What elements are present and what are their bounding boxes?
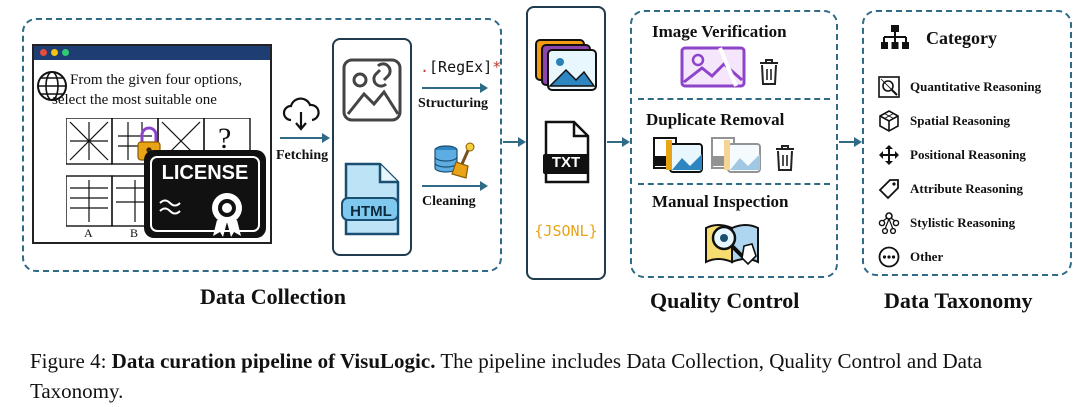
fetching-label: Fetching (276, 148, 329, 163)
regex-text: .[RegEx]* (420, 58, 502, 76)
data-collection-panel (22, 18, 502, 272)
html-file-icon (341, 162, 400, 236)
category-item-positional: Positional Reasoning (876, 144, 1026, 166)
arrow-to-taxonomy (839, 137, 862, 147)
category-header: Category (926, 28, 997, 48)
txt-badge: TXT (551, 154, 581, 171)
wavy-lines-icon (159, 199, 181, 215)
data-taxonomy-panel (862, 10, 1072, 276)
cloud-download-icon (282, 97, 320, 131)
window-maximize-dot (62, 49, 69, 56)
html-badge: HTML (350, 203, 392, 220)
category-item-attribute: Attribute Reasoning (876, 178, 1023, 200)
arrow-to-quality-control (607, 137, 630, 147)
cube-icon (876, 110, 902, 132)
jsonl-text: {JSONL} (534, 222, 598, 240)
window-close-dot (40, 49, 47, 56)
category-label: Other (910, 249, 944, 264)
category-label: Spatial Reasoning (910, 113, 1011, 128)
puzzle-prompt-line2: select the most suitable one (52, 92, 217, 108)
trash-icon (760, 59, 778, 85)
puzzle-prompt-line1: From the given four options, (70, 72, 243, 88)
data-collection-title: Data Collection (200, 284, 347, 309)
qc-divider-1 (638, 98, 830, 100)
manual-inspection-title: Manual Inspection (652, 192, 789, 211)
linked-image-icon (342, 58, 402, 122)
window-minimize-dot (51, 49, 58, 56)
qc-divider-2 (638, 183, 830, 185)
image-stack-icon (535, 39, 597, 91)
quantitative-icon (876, 76, 902, 98)
duplicate-files-faded-icon (711, 137, 761, 173)
caption-prefix: Figure 4: (30, 349, 112, 373)
category-item-quantitative: Quantitative Reasoning (876, 76, 1041, 98)
move-arrows-icon (876, 144, 902, 166)
seal-badge-icon (212, 193, 242, 237)
hierarchy-icon (881, 25, 909, 49)
ellipsis-icon (876, 246, 902, 268)
quality-control-title: Quality Control (650, 288, 800, 313)
caption-rest: The pipeline includes Data Collection, Q… (30, 349, 983, 403)
duplicate-files-icon (653, 137, 703, 173)
book-magnifier-icon (705, 224, 759, 266)
category-item-other: Other (876, 246, 943, 268)
structuring-arrow (422, 83, 488, 93)
network-icon (876, 212, 902, 234)
broken-image-icon (680, 46, 746, 88)
txt-file-icon (543, 120, 590, 184)
license-text: LICENSE (161, 162, 249, 184)
cleaning-label: Cleaning (422, 194, 476, 209)
image-verification-title: Image Verification (652, 22, 787, 41)
license-certificate: LICENSE (144, 150, 266, 238)
data-taxonomy-title: Data Taxonomy (884, 288, 1033, 313)
category-label: Quantitative Reasoning (910, 79, 1042, 94)
option-b-label: B (130, 226, 139, 240)
category-label: Attribute Reasoning (910, 181, 1024, 196)
category-item-spatial: Spatial Reasoning (876, 110, 1010, 132)
trash-icon (776, 145, 794, 171)
quality-control-panel (630, 10, 838, 278)
option-a-label: A (84, 226, 93, 240)
puzzle-question-mark: ? (218, 122, 232, 155)
figure-caption: Figure 4: Data curation pipeline of Visu… (30, 346, 1070, 406)
database-broom-icon (434, 142, 475, 179)
caption-bold: Data curation pipeline of VisuLogic. (111, 349, 436, 373)
cleaning-arrow (422, 181, 488, 191)
structuring-label: Structuring (418, 96, 488, 111)
category-label: Stylistic Reasoning (910, 215, 1016, 230)
tag-icon (876, 178, 902, 200)
category-label: Positional Reasoning (910, 147, 1026, 162)
category-item-stylistic: Stylistic Reasoning (876, 212, 1015, 234)
browser-titlebar (34, 46, 270, 60)
globe-icon (37, 71, 67, 101)
fetching-arrow (280, 133, 330, 143)
arrow-to-formats (503, 137, 526, 147)
duplicate-removal-title: Duplicate Removal (646, 110, 785, 129)
